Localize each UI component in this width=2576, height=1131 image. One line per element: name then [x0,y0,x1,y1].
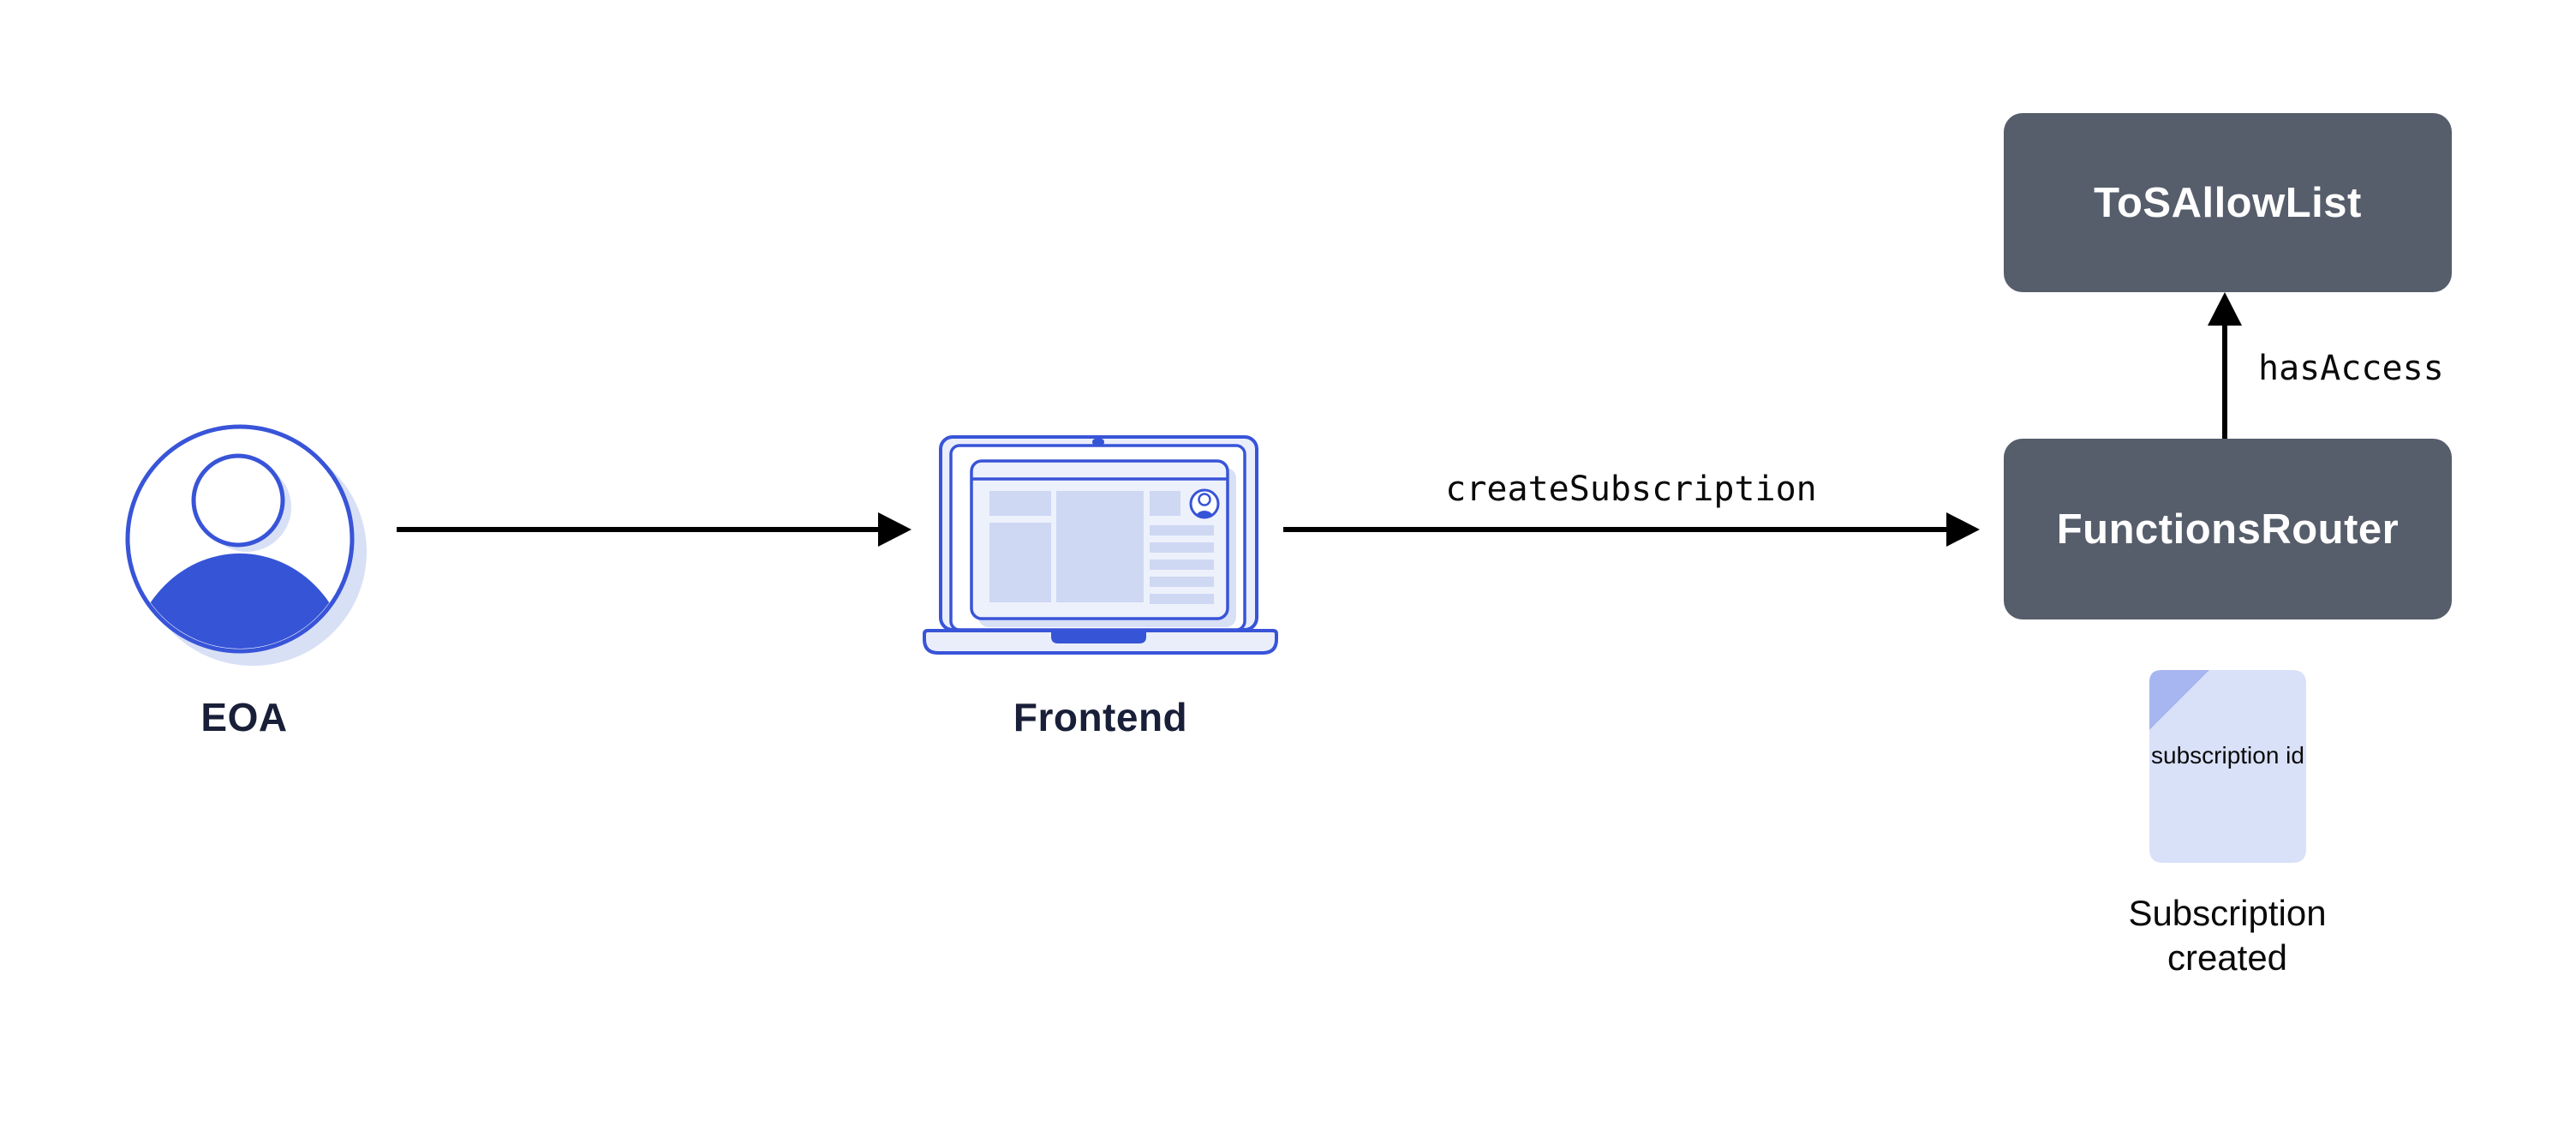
avatar-body [130,554,350,649]
webcam-icon [1092,439,1104,446]
avatar-head [191,453,285,548]
arrow-router-toslist-line [2222,325,2227,440]
laptop-icon [923,435,1278,655]
arrow-eoa-frontend-line [397,527,881,532]
arrow-frontend-router-head [1946,512,1980,547]
tos-allow-list-node: ToSAllowList [2004,113,2452,292]
subscription-created-caption: Subscription created [2128,893,2327,978]
document-icon [2149,670,2306,863]
arrow-router-toslist-head [2208,292,2242,326]
edge-label-has-access: hasAccess [2258,349,2444,388]
eoa-label: EOA [200,695,288,739]
document-body [2149,670,2306,863]
arrow-eoa-frontend-head [878,512,911,547]
tos-allow-list-label: ToSAllowList [2094,179,2362,226]
person-avatar-icon [125,424,367,666]
functions-router-node: FunctionsRouter [2004,439,2452,619]
frontend-label: Frontend [1013,695,1188,739]
arrow-frontend-router-line [1283,527,1949,532]
laptop-notch [1051,632,1146,643]
browser-avatar-icon [1189,488,1220,519]
edge-label-create-subscription: createSubscription [1445,470,1817,509]
document-fold-corner [2149,670,2209,730]
document-text: subscription id [2151,742,2304,769]
functions-router-label: FunctionsRouter [2056,506,2400,553]
